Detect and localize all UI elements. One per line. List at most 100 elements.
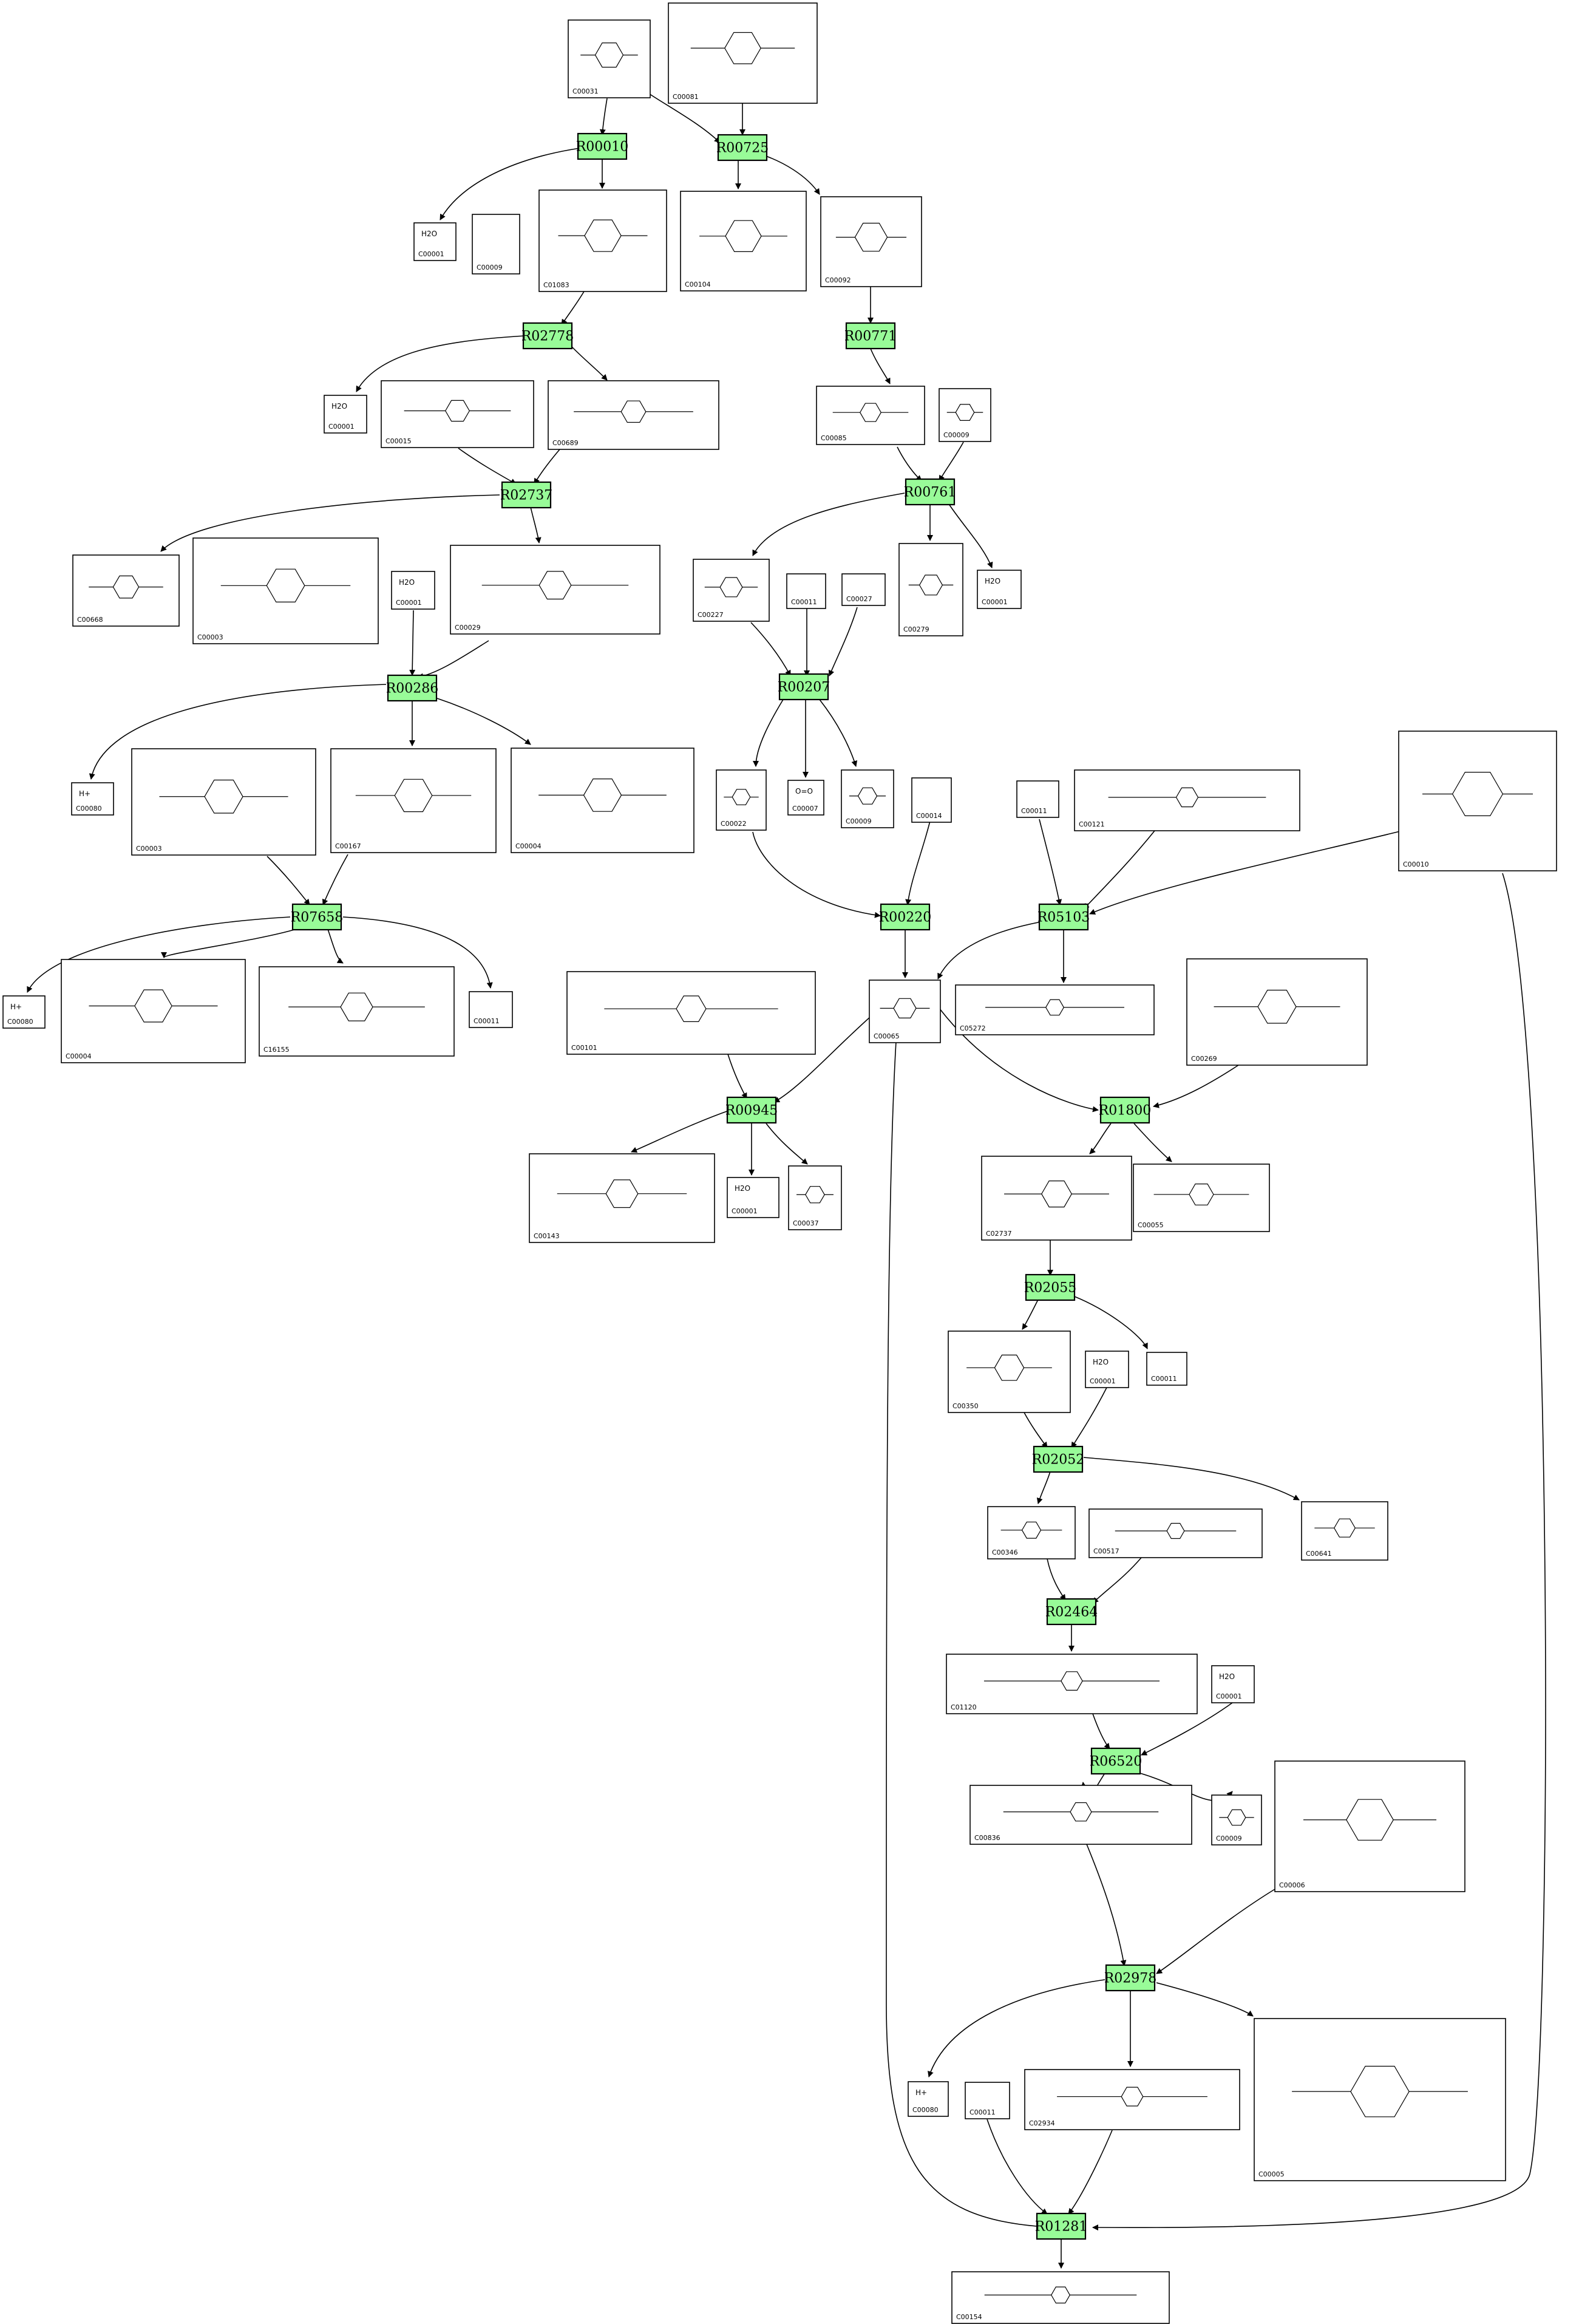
compound-node[interactable]: C00004 xyxy=(511,748,694,853)
reaction-node-r07658[interactable]: R07658 xyxy=(291,903,344,931)
reaction-node-r01800[interactable]: R01800 xyxy=(1099,1096,1152,1124)
compound-box xyxy=(1146,1352,1187,1386)
compound-node[interactable]: C01083 xyxy=(538,189,667,292)
compound-node[interactable]: C00004 xyxy=(61,959,246,1063)
reaction-box xyxy=(291,903,342,931)
reaction-node-r02464[interactable]: R02464 xyxy=(1045,1598,1098,1626)
reaction-node-r02052[interactable]: R02052 xyxy=(1032,1445,1085,1473)
compound-node[interactable]: C00011 xyxy=(469,991,513,1028)
compound-node[interactable]: C00010 xyxy=(1398,731,1557,871)
compound-node[interactable]: C00011 xyxy=(786,573,826,609)
compound-node[interactable]: C00022 xyxy=(716,769,767,831)
reaction-node-r02778[interactable]: R02778 xyxy=(521,322,574,350)
compound-node[interactable]: H+C00080 xyxy=(908,2081,949,2117)
molecule-structure-icon xyxy=(724,789,759,805)
compound-node[interactable]: C00517 xyxy=(1088,1508,1263,1558)
compound-node[interactable]: C00009 xyxy=(841,769,894,828)
reaction-box xyxy=(387,674,438,702)
compound-node[interactable]: C00689 xyxy=(548,380,719,450)
compound-box xyxy=(1085,1351,1129,1388)
reaction-node-r02978[interactable]: R02978 xyxy=(1104,1964,1157,1992)
compound-node[interactable]: C00011 xyxy=(1146,1352,1187,1386)
compound-box xyxy=(820,196,922,287)
compound-node[interactable]: C00350 xyxy=(948,1331,1071,1413)
compound-node[interactable]: C05272 xyxy=(955,984,1155,1035)
compound-node[interactable]: C00085 xyxy=(816,386,925,445)
compound-node[interactable]: C02934 xyxy=(1024,2069,1240,2130)
compound-node[interactable]: C01120 xyxy=(946,1654,1198,1714)
compound-node[interactable]: C00101 xyxy=(566,971,816,1055)
edge-arrow xyxy=(1092,873,1546,2231)
compound-node[interactable]: C00104 xyxy=(680,191,807,291)
reaction-node-r00010[interactable]: R00010 xyxy=(576,132,629,160)
reaction-node-r05103[interactable]: R05103 xyxy=(1037,903,1090,931)
compound-node[interactable]: C00279 xyxy=(898,543,963,636)
compound-node[interactable]: C00227 xyxy=(693,559,770,622)
reaction-node-r00945[interactable]: R00945 xyxy=(725,1096,778,1124)
compound-node[interactable]: C00009 xyxy=(939,388,991,442)
molecule-structure-icon xyxy=(288,992,425,1021)
reaction-node-r00207[interactable]: R00207 xyxy=(778,673,830,701)
compound-node[interactable]: C00121 xyxy=(1074,769,1300,831)
reaction-box xyxy=(577,132,628,160)
edge-arrow xyxy=(1153,1065,1239,1108)
reaction-node-r02737[interactable]: R02737 xyxy=(500,481,553,509)
compound-id-label: C00014 xyxy=(916,812,942,820)
molecule-structure-icon xyxy=(699,220,787,252)
compound-node[interactable]: C00269 xyxy=(1186,958,1368,1066)
compound-node[interactable]: C00003 xyxy=(192,537,379,644)
compound-node[interactable]: C00641 xyxy=(1301,1501,1388,1561)
compound-node[interactable]: C00065 xyxy=(869,980,941,1043)
reaction-node-r00286[interactable]: R00286 xyxy=(386,674,439,702)
compound-box xyxy=(469,991,513,1028)
compound-id-label: C00031 xyxy=(572,87,599,95)
compound-box xyxy=(911,777,952,823)
compound-box xyxy=(538,189,667,292)
compound-node[interactable]: C00011 xyxy=(1016,780,1059,818)
compound-node[interactable]: C00009 xyxy=(472,214,520,274)
reaction-node-r00220[interactable]: R00220 xyxy=(879,903,932,931)
compound-node[interactable]: C00154 xyxy=(951,2271,1170,2324)
reaction-node-r01281[interactable]: R01281 xyxy=(1035,2212,1088,2240)
compound-node[interactable]: C00014 xyxy=(911,777,952,823)
compound-node[interactable]: C00167 xyxy=(330,748,497,853)
compound-node[interactable]: H+C00080 xyxy=(2,995,46,1029)
compound-node[interactable]: C00029 xyxy=(450,545,660,635)
compound-node[interactable]: C00031 xyxy=(568,19,651,98)
compound-node[interactable]: C00346 xyxy=(987,1506,1076,1559)
compound-node[interactable]: C00005 xyxy=(1254,2018,1506,2181)
compound-node[interactable]: C16155 xyxy=(259,966,455,1057)
compound-id-label: C00269 xyxy=(1191,1055,1217,1063)
reaction-node-r02055[interactable]: R02055 xyxy=(1024,1273,1077,1301)
compound-node[interactable]: C00092 xyxy=(820,196,922,287)
compound-node[interactable]: C00006 xyxy=(1274,1760,1465,1892)
compound-node[interactable]: C00009 xyxy=(1211,1794,1262,1845)
compound-node[interactable]: C00015 xyxy=(381,380,534,448)
reaction-node-r06520[interactable]: R06520 xyxy=(1090,1747,1143,1775)
reaction-node-r00725[interactable]: R00725 xyxy=(716,134,769,162)
compound-node[interactable]: C00027 xyxy=(841,573,886,606)
reaction-id-label: R02978 xyxy=(1104,1971,1157,1986)
compound-node[interactable]: C00011 xyxy=(965,2082,1010,2119)
compound-node[interactable]: C00003 xyxy=(131,748,316,856)
compound-node[interactable]: C00143 xyxy=(529,1153,715,1243)
compound-node[interactable]: C00081 xyxy=(668,2,818,104)
edge-arrow xyxy=(1083,1457,1300,1501)
compound-node[interactable]: C00055 xyxy=(1133,1164,1270,1232)
compound-node[interactable]: C00037 xyxy=(788,1165,842,1230)
compound-node[interactable]: H+C00080 xyxy=(71,782,114,816)
reaction-node-r00761[interactable]: R00761 xyxy=(904,478,957,506)
compound-node[interactable]: C00668 xyxy=(72,554,180,627)
reaction-node-r00771[interactable]: R00771 xyxy=(844,322,897,350)
compound-box xyxy=(1274,1760,1465,1892)
compound-node[interactable]: C02737 xyxy=(981,1156,1132,1241)
compound-node[interactable]: C00836 xyxy=(969,1785,1192,1845)
